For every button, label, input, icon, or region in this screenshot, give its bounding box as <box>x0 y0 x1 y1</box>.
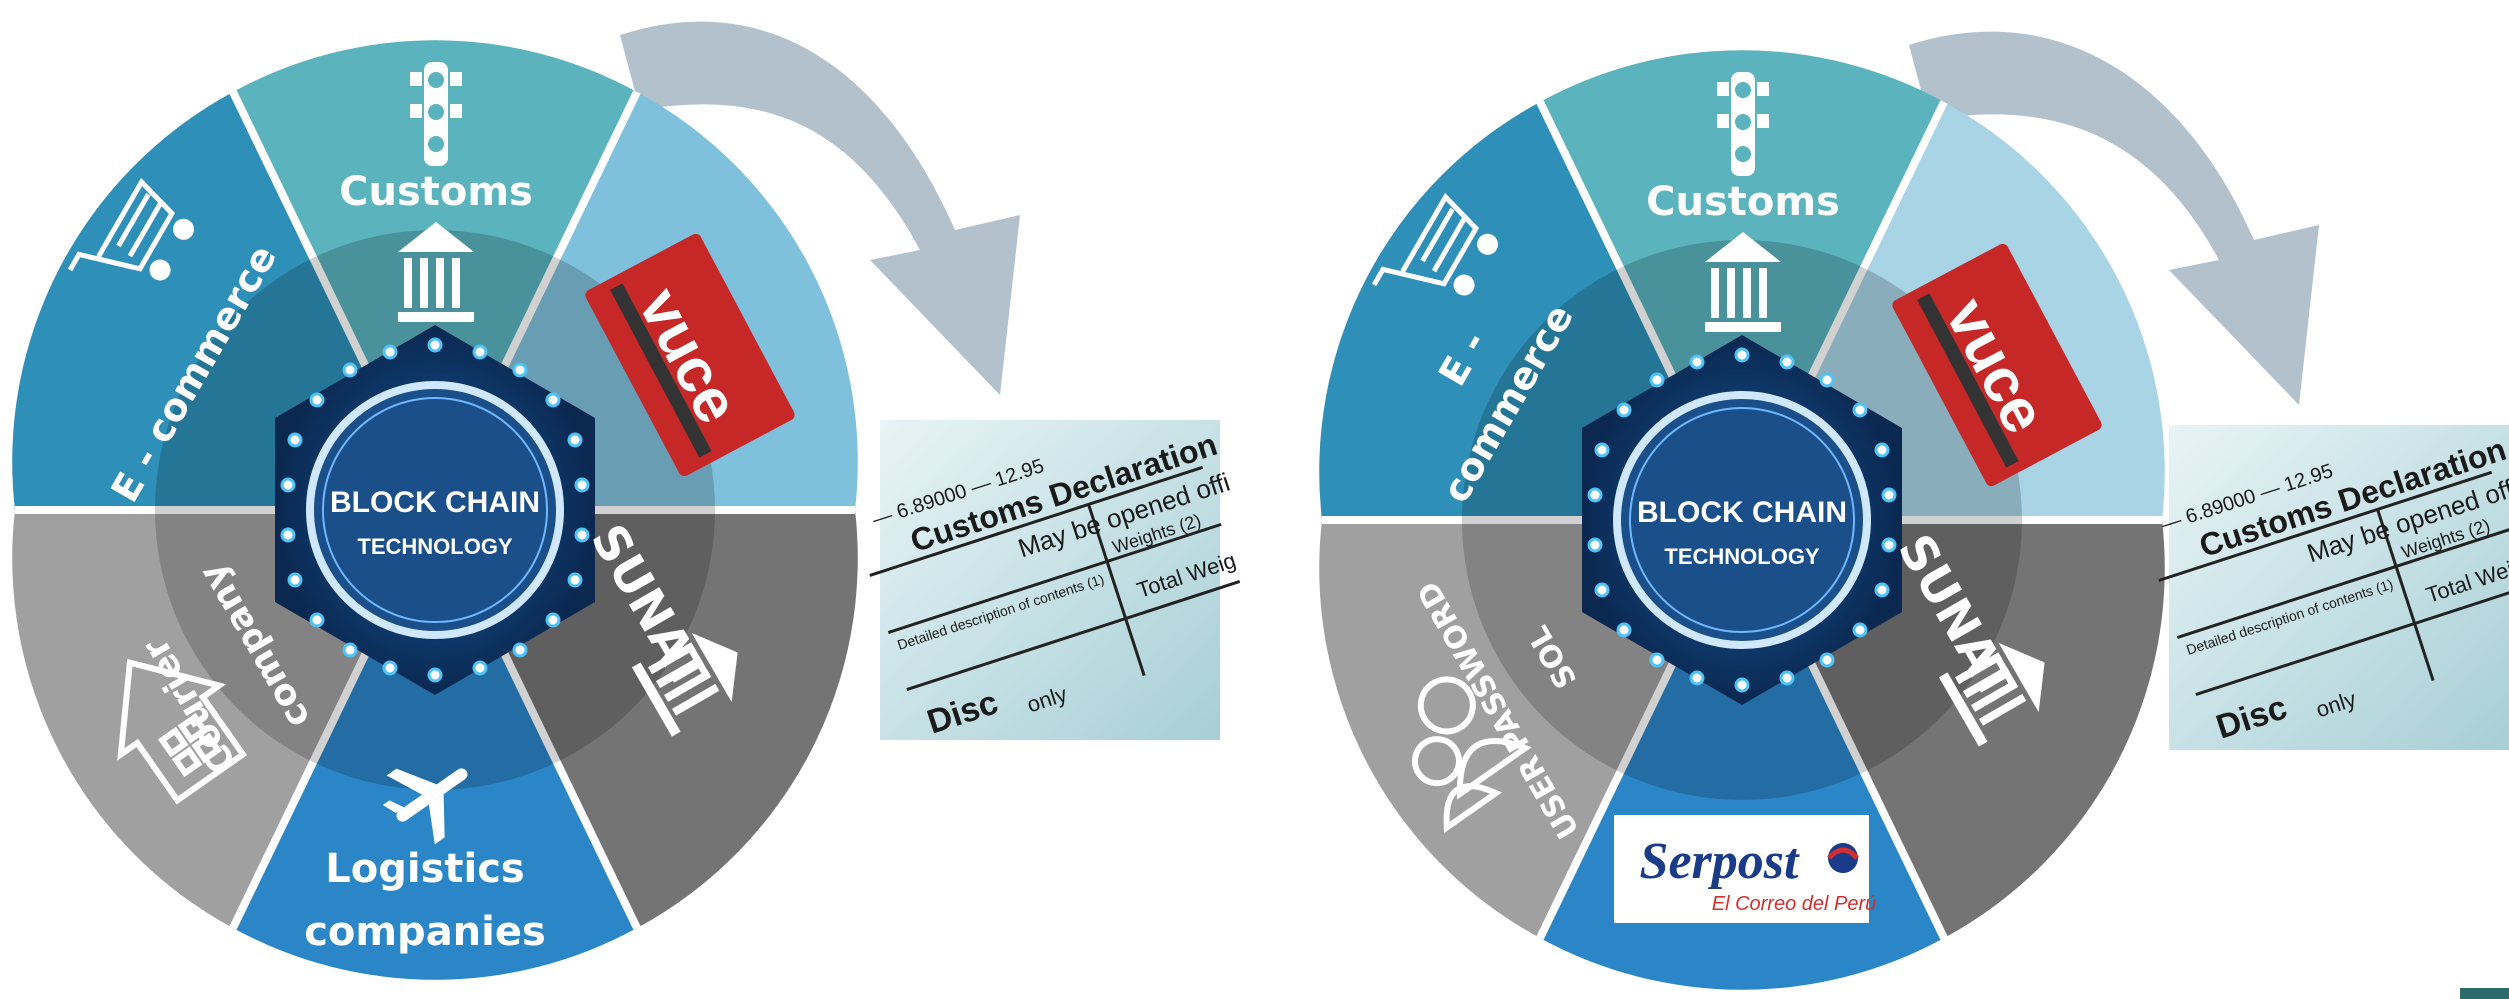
center-subtitle: TECHNOLOGY <box>357 534 513 559</box>
center-title: BLOCK CHAIN <box>1637 496 1847 529</box>
serpost-name: Serpost <box>1640 833 1800 890</box>
right-diagram: BLOCK CHAIN TECHNOLOGY Customs E - comme… <box>1319 31 2509 990</box>
segment-customs: Customs <box>339 62 533 322</box>
customs-declaration-doc: — 6.89000 — 12.95 Customs Declaration Ma… <box>869 420 1241 742</box>
segment-vuce: vuce <box>1892 243 2102 487</box>
segment-customs-bg <box>233 40 637 511</box>
left-diagram: BLOCK CHAIN TECHNOLOGY Customs E - comme… <box>12 21 1241 980</box>
user-icon <box>1411 676 1532 833</box>
center-subtitle: TECHNOLOGY <box>1664 544 1820 569</box>
center-title: BLOCK CHAIN <box>330 486 540 519</box>
traffic-light-icon <box>410 62 462 166</box>
bank-icon <box>398 222 474 322</box>
traffic-light-icon <box>1717 72 1769 176</box>
serpost-logo <box>1614 815 1869 923</box>
customs-label: Customs <box>1646 179 1840 225</box>
flow-arrow <box>620 21 1020 396</box>
bank-icon <box>1938 642 2045 747</box>
vuce-logo <box>1892 243 2102 487</box>
center-hub: BLOCK CHAIN TECHNOLOGY <box>275 325 595 695</box>
segment-vuce: vuce <box>585 233 795 477</box>
serpost-tagline: El Correo del Perú <box>1712 893 1877 915</box>
logistics-label-1: Logistics <box>325 846 524 892</box>
customs-declaration-doc: — 6.89000 — 12.95 Customs Declaration Ma… <box>2158 425 2509 750</box>
segment-logistics: Logistics companies <box>304 768 546 955</box>
customs-label: Customs <box>339 169 533 215</box>
shopping-cart-icon <box>1371 192 1499 296</box>
segment-customs: Customs <box>1646 72 1840 332</box>
flow-arrow <box>1909 31 2319 406</box>
bank-icon <box>631 632 738 737</box>
bank-icon <box>1705 232 1781 332</box>
airplane-icon <box>382 768 468 845</box>
center-hub: BLOCK CHAIN TECHNOLOGY <box>1582 335 1902 705</box>
segment-logistics-bg <box>233 510 637 980</box>
shopping-cart-icon <box>67 177 195 281</box>
logistics-label-2: companies <box>304 909 546 955</box>
house-icon <box>117 658 248 805</box>
segment-serpost: Serpost El Correo del Perú <box>1614 815 1876 923</box>
vuce-logo <box>585 233 795 477</box>
corner-marker <box>2460 988 2509 999</box>
